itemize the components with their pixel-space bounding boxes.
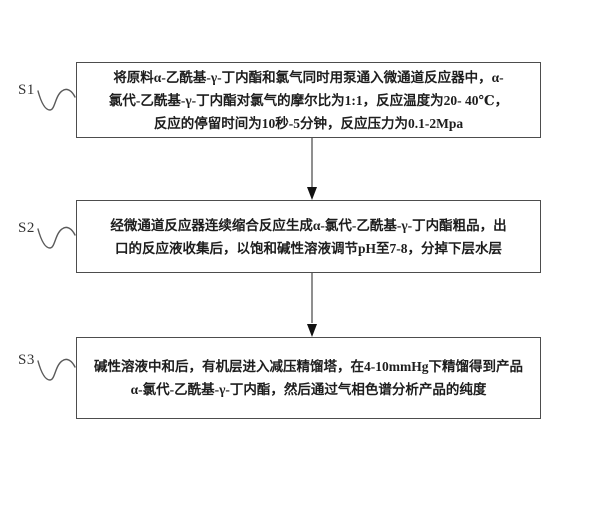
step-label-s3: S3 [18,352,35,368]
step-box-s1: 将原料α-乙酰基-γ-丁内酯和氯气同时用泵通入微通道反应器中，α- 氯代-乙酰基… [76,62,541,138]
step-text-s1: 将原料α-乙酰基-γ-丁内酯和氯气同时用泵通入微通道反应器中，α- 氯代-乙酰基… [108,69,509,131]
step-text-s3: 碱性溶液中和后，有机层进入减压精馏塔，在4-10mmHg下精馏得到产品 α-氯代… [94,359,523,397]
step-text-s2: 经微通道反应器连续缩合反应生成α-氯代-乙酰基-γ-丁内酯粗品，出 口的反应液收… [110,217,507,256]
step-label-s1: S1 [18,82,35,98]
arrow-line [311,138,313,188]
arrow-line [311,273,313,323]
step-box-s3: 碱性溶液中和后，有机层进入减压精馏塔，在4-10mmHg下精馏得到产品 α-氯代… [76,337,541,419]
step-box-s2: 经微通道反应器连续缩合反应生成α-氯代-乙酰基-γ-丁内酯粗品，出 口的反应液收… [76,200,541,273]
squiggle-connector-icon [37,226,76,249]
step-label-s2: S2 [18,220,35,236]
arrow-down-icon [307,187,317,200]
squiggle-connector-icon [37,88,76,111]
squiggle-connector-icon [37,358,76,381]
arrow-down-icon [307,324,317,337]
